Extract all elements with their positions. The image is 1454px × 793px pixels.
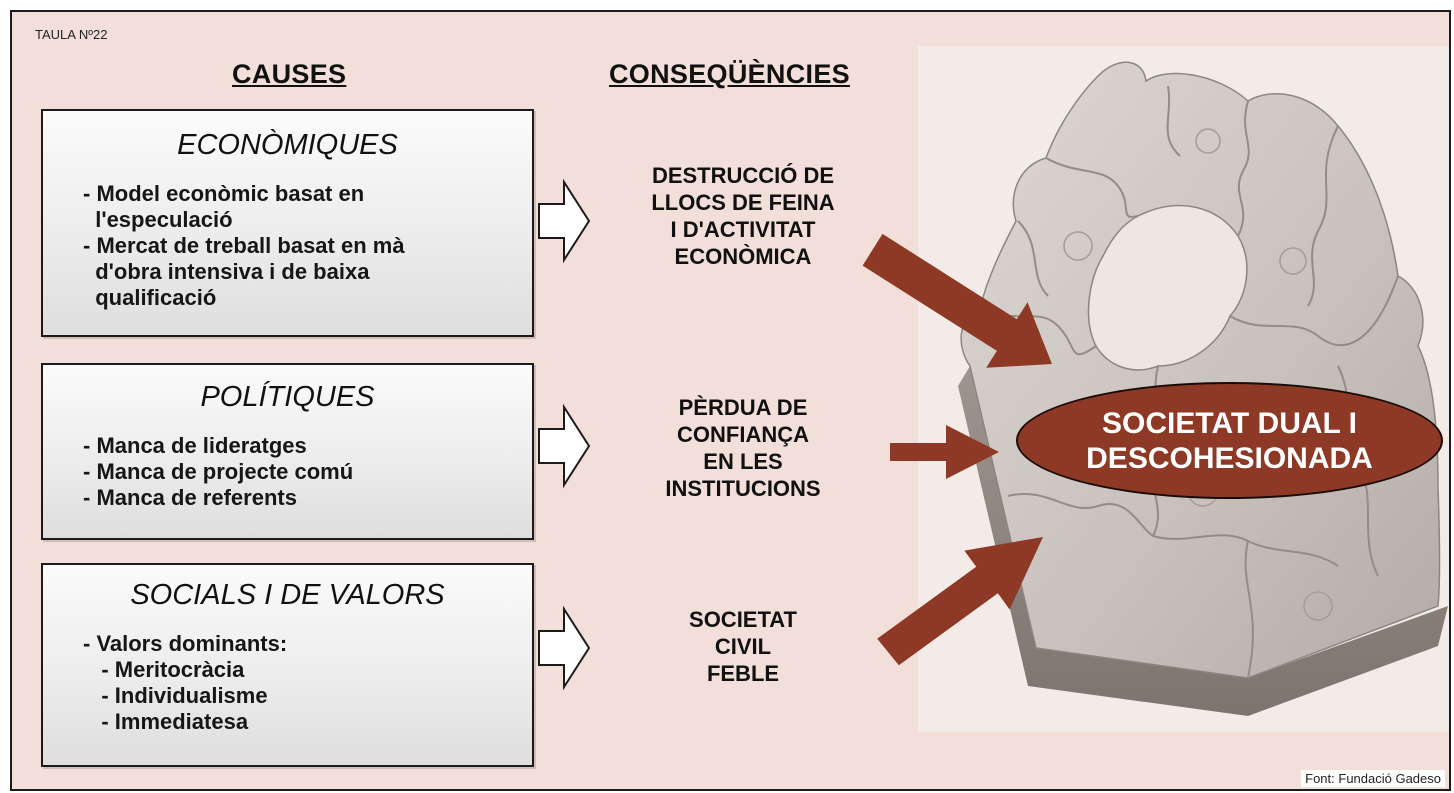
consequence-line: INSTITUCIONS <box>665 476 821 501</box>
cause-list: - Manca de lideratges - Manca de project… <box>83 433 353 511</box>
consequence-1: DESTRUCCIÓ DE LLOCS DE FEINA I D'ACTIVIT… <box>598 162 888 270</box>
consequence-2: PÈRDUA DE CONFIANÇA EN LES INSTITUCIONS <box>598 394 888 502</box>
list-item: - Immediatesa <box>83 709 249 734</box>
cause-box-social: SOCIALS I DE VALORS - Valors dominants: … <box>41 563 534 767</box>
source-credit: Font: Fundació Gadeso <box>1301 770 1445 787</box>
hollow-arrow-icon <box>538 403 591 489</box>
result-ellipse: SOCIETAT DUAL I DESCOHESIONADA <box>1016 382 1443 499</box>
result-line: DESCOHESIONADA <box>1086 441 1373 475</box>
red-arrow-icon <box>890 425 999 479</box>
consequence-line: CONFIANÇA <box>677 422 809 447</box>
list-item: - Manca de lideratges <box>83 433 307 458</box>
red-arrow-icon <box>862 233 1052 368</box>
list-item: d'obra intensiva i de baixa <box>83 259 370 284</box>
cause-list: - Valors dominants: - Meritocràcia - Ind… <box>83 631 287 735</box>
consequence-line: PÈRDUA DE <box>678 395 808 420</box>
consequence-line: ECONÒMICA <box>674 244 812 269</box>
causes-heading: CAUSES <box>232 59 347 89</box>
diagram-frame: TAULA Nº22 CAUSES CONSEQÜÈNCIES <box>10 10 1451 791</box>
puzzle-icon <box>918 46 1449 732</box>
cause-box-political: POLÍTIQUES - Manca de lideratges - Manca… <box>41 363 534 540</box>
consequence-line: I D'ACTIVITAT <box>670 217 816 242</box>
list-item: - Manca de projecte comú <box>83 459 354 484</box>
list-item: l'especulació <box>83 207 233 232</box>
red-arrow-icon <box>877 537 1043 666</box>
cause-list: - Model econòmic basat en l'especulació … <box>83 181 405 311</box>
list-item: - Individualisme <box>83 683 268 708</box>
list-item: qualificació <box>83 285 217 310</box>
cause-title: SOCIALS I DE VALORS <box>130 579 445 611</box>
list-item: - Manca de referents <box>83 485 297 510</box>
hollow-arrow-icon <box>538 605 591 691</box>
consequence-line: CIVIL <box>714 634 772 659</box>
consequence-line: SOCIETAT <box>689 607 797 632</box>
cause-title: ECONÒMIQUES <box>177 129 398 161</box>
consequence-3: SOCIETAT CIVIL FEBLE <box>598 606 888 687</box>
consequence-line: LLOCS DE FEINA <box>651 190 835 215</box>
cause-box-economic: ECONÒMIQUES - Model econòmic basat en l'… <box>41 109 534 337</box>
cause-title: POLÍTIQUES <box>200 381 375 413</box>
list-item: - Valors dominants: <box>83 631 288 656</box>
result-line: SOCIETAT DUAL I <box>1102 406 1357 440</box>
hollow-arrow-icon <box>538 178 591 264</box>
consequence-line: DESTRUCCIÓ DE <box>651 163 835 188</box>
consequence-line: FEBLE <box>706 661 780 686</box>
consequences-heading: CONSEQÜÈNCIES <box>609 59 850 89</box>
list-item: - Mercat de treball basat en mà <box>83 233 405 258</box>
list-item: - Meritocràcia <box>83 657 245 682</box>
arrows-layer <box>538 178 1052 691</box>
table-label: TAULA Nº22 <box>35 27 108 42</box>
consequence-line: EN LES <box>703 449 783 474</box>
list-item: - Model econòmic basat en <box>83 181 365 206</box>
